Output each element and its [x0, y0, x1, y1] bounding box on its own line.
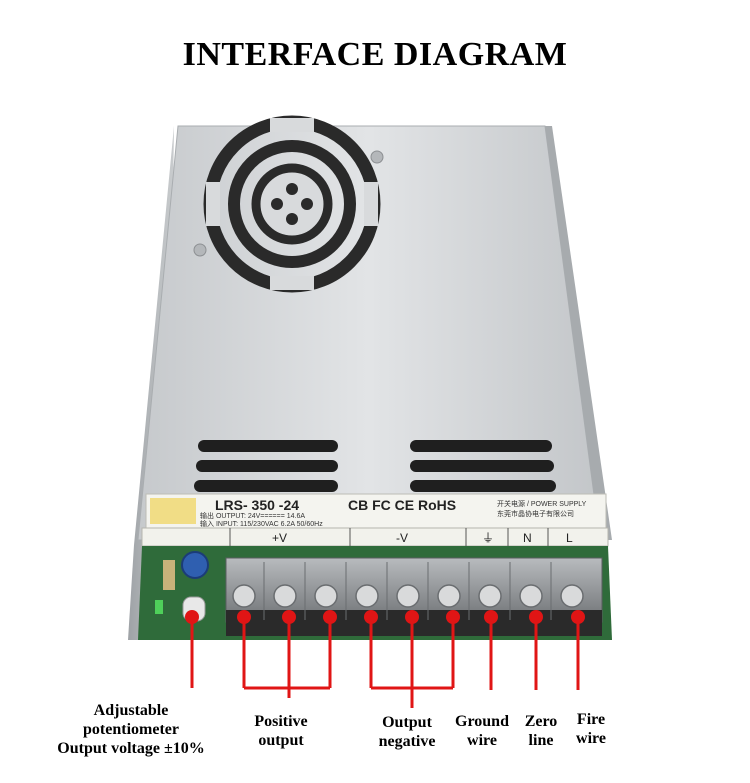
callout-output-negative: Output negative	[362, 713, 452, 751]
callout-fire-wire: Fire wire	[566, 710, 616, 748]
callout-fire-line2: wire	[576, 730, 606, 747]
output-rating: 输出 OUTPUT: 24V====== 14.6A	[200, 511, 305, 520]
company-text: 东莞市晶协电子有限公司	[497, 509, 574, 518]
capacitor	[181, 551, 209, 579]
callout-ground-wire: Ground wire	[445, 712, 519, 750]
vent-slots-left	[194, 440, 338, 492]
screw	[370, 150, 384, 164]
terminal-block	[225, 557, 603, 636]
callout-zero-line1: Zero	[524, 713, 558, 730]
callout-potentiometer-line3: Output voltage ±10%	[57, 740, 205, 757]
callout-zero-line2: line	[528, 732, 554, 749]
callout-potentiometer: Adjustable potentiometer Output voltage …	[36, 701, 226, 758]
callout-potentiometer-line2: potentiometer	[83, 721, 179, 738]
supply-text: 开关电源 / POWER SUPPLY	[497, 499, 587, 508]
callout-ground-line1: Ground	[455, 713, 509, 730]
callout-positive-output: Positive output	[236, 712, 326, 750]
label-plate: LRS- 350 -24 CB FC CE RoHS 开关电源 / POWER …	[145, 493, 607, 529]
callout-positive-line2: output	[258, 732, 304, 749]
callout-potentiometer-line1: Adjustable	[93, 702, 169, 719]
callout-negative-line1: Output	[382, 714, 432, 731]
model-text: LRS- 350 -24	[215, 497, 299, 513]
marking-positive: +V	[272, 531, 287, 545]
page-title: INTERFACE DIAGRAM	[182, 36, 568, 73]
input-rating: 输入 INPUT: 115/230VAC 6.2A 50/60Hz	[200, 519, 323, 528]
callout-lines	[185, 610, 585, 708]
marking-negative: -V	[396, 531, 408, 545]
callout-zero-line: Zero line	[516, 712, 566, 750]
fan-grille-icon	[203, 115, 381, 293]
callout-negative-line2: negative	[378, 733, 436, 750]
terminal-marking-strip: +V -V ⏚ N L	[141, 527, 609, 547]
component	[163, 560, 175, 590]
callout-ground-line2: wire	[467, 732, 497, 749]
marking-ground: ⏚	[482, 531, 494, 545]
callout-fire-line1: Fire	[576, 711, 606, 728]
led	[155, 600, 163, 614]
screw	[193, 243, 207, 257]
callout-positive-line1: Positive	[254, 713, 308, 730]
case-right-edge	[545, 126, 612, 540]
cert-marks: CB FC CE RoHS	[348, 497, 456, 513]
vent-slots-right	[410, 440, 556, 492]
marking-n: N	[523, 531, 532, 545]
marking-l: L	[566, 531, 573, 545]
